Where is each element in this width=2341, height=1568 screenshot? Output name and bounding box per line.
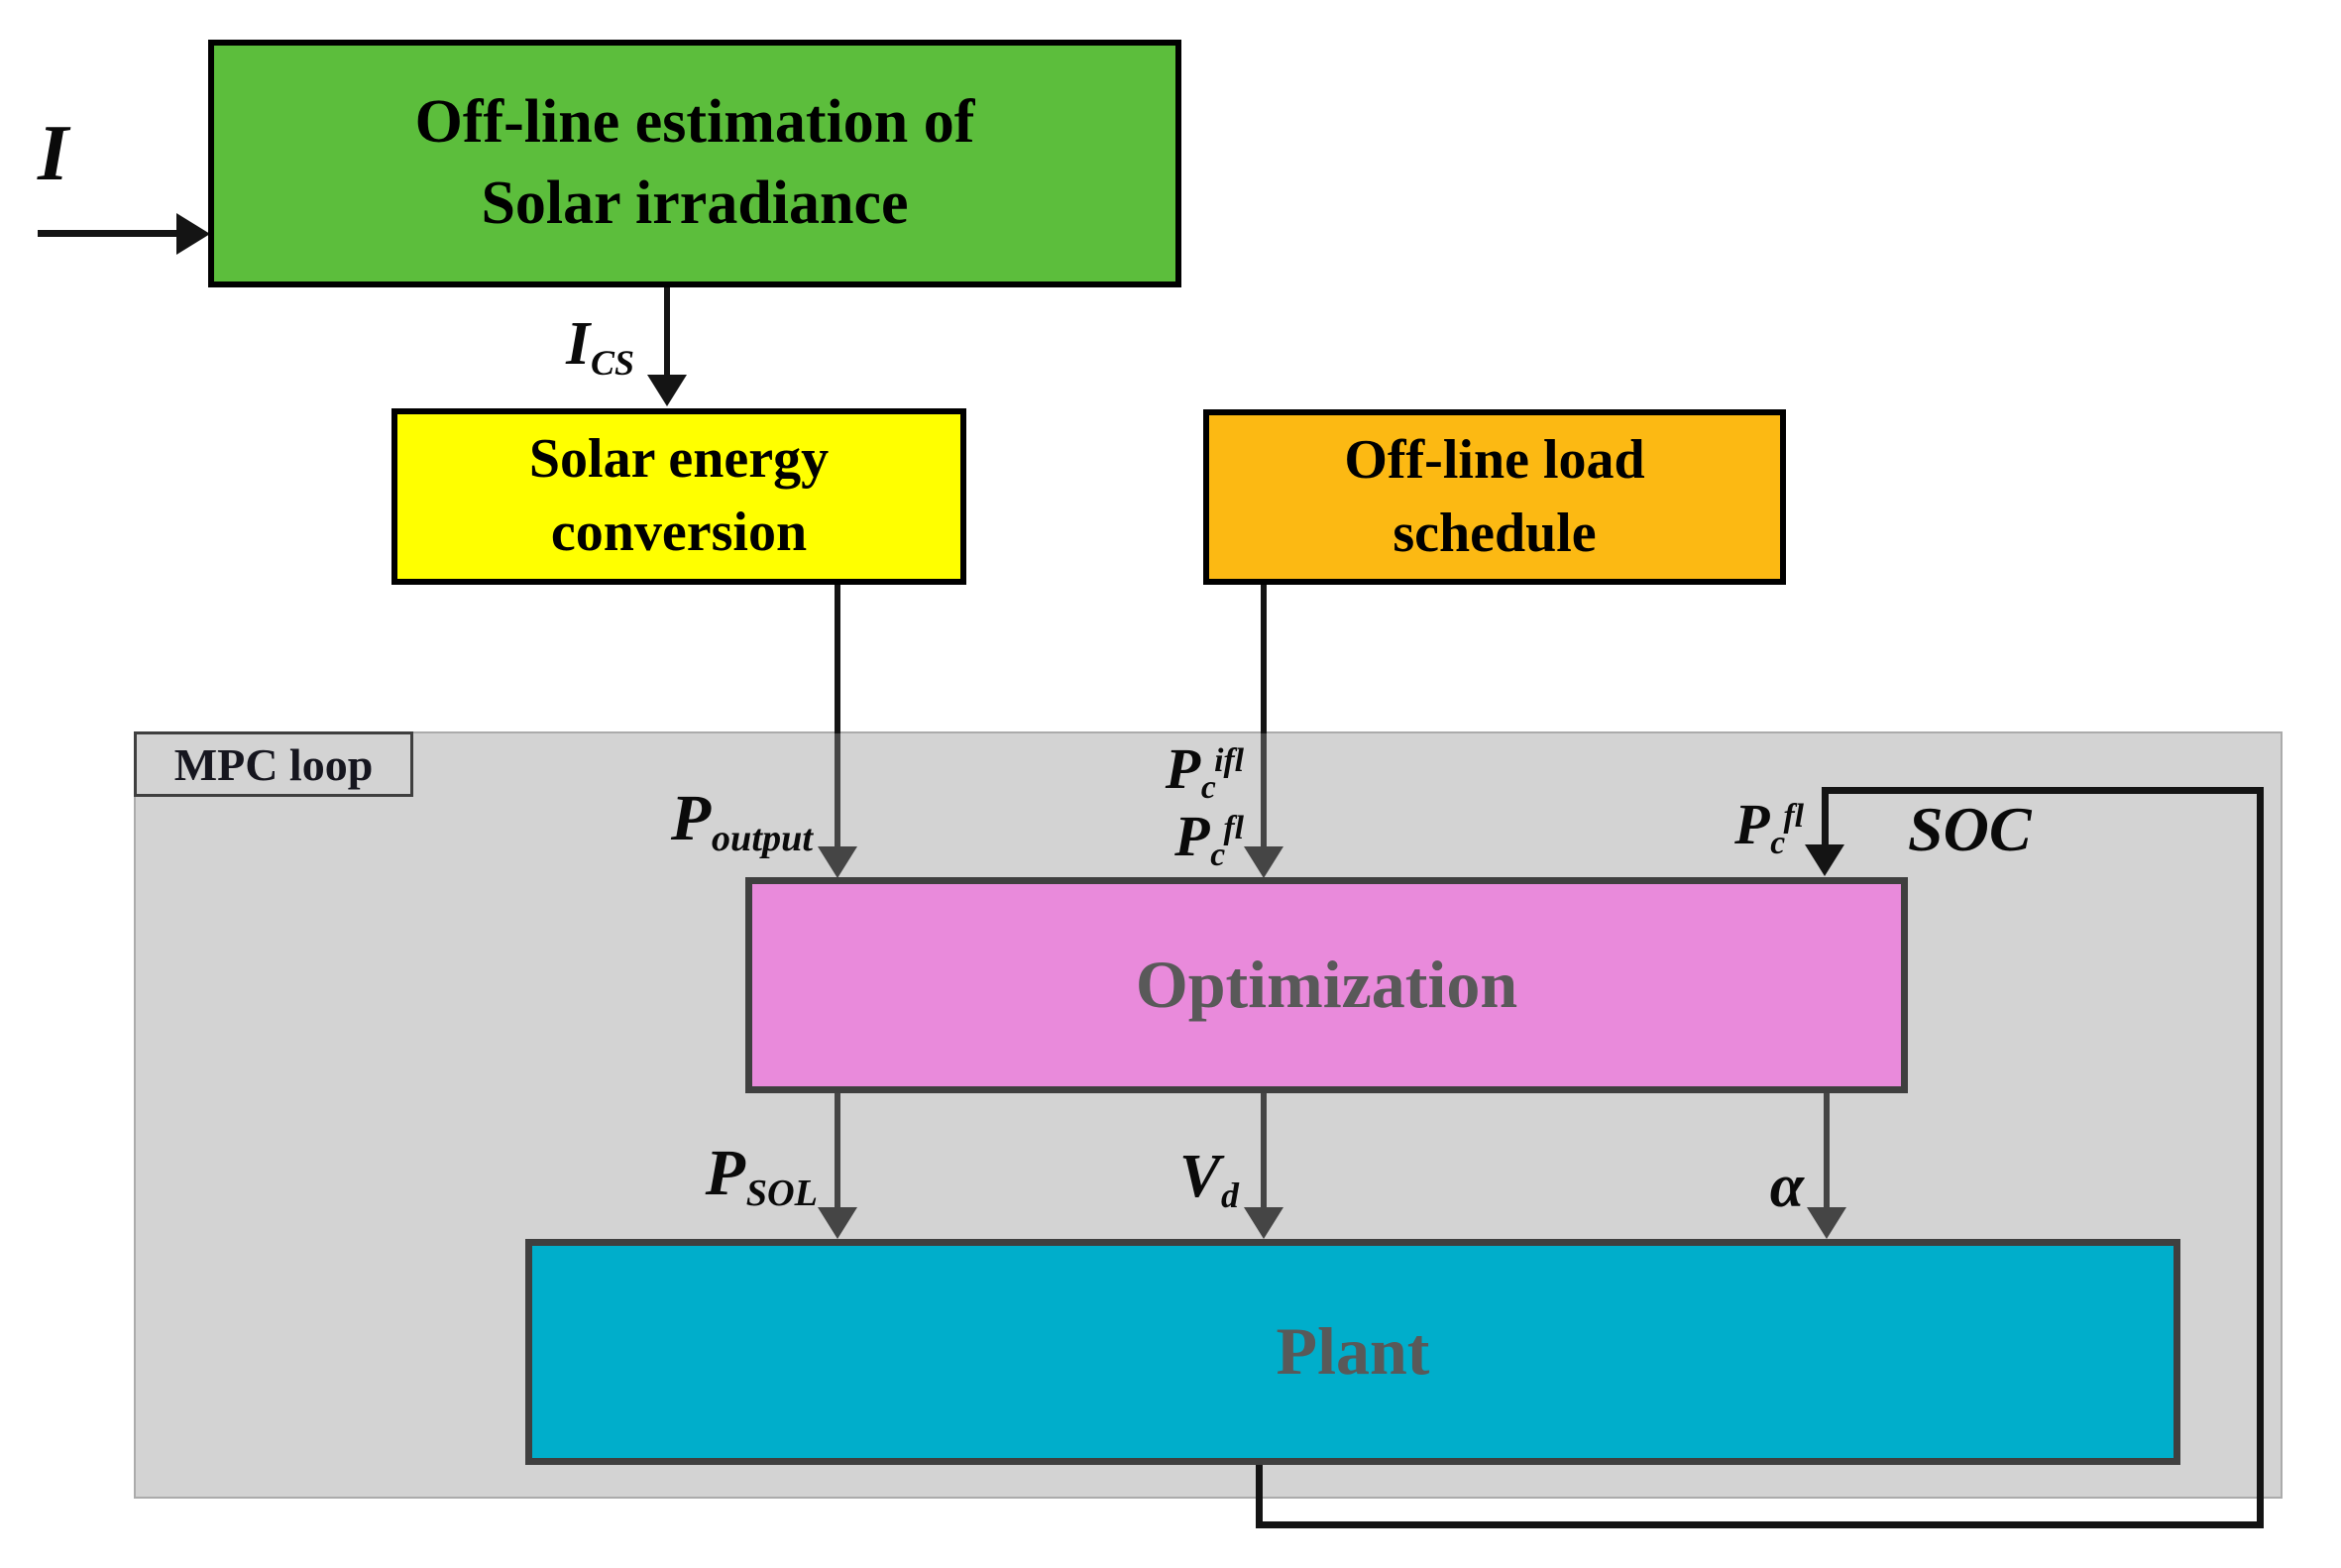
p-output-arrow-line-upper bbox=[835, 585, 840, 733]
ics-arrowhead-icon bbox=[647, 375, 687, 406]
signal-sub: output bbox=[711, 818, 813, 860]
signal-label-ics: ICS bbox=[496, 309, 634, 384]
pc-arrow-line-lower bbox=[1261, 733, 1267, 854]
signal-label-alpha: α bbox=[1721, 1152, 1804, 1222]
signal-label-pc-fl-left: Pcfl bbox=[1070, 803, 1244, 874]
block-optimization: Optimization bbox=[745, 877, 1908, 1093]
alpha-arrow-line bbox=[1824, 1093, 1830, 1214]
signal-sub: c bbox=[1210, 837, 1226, 874]
signal-label-pc-ifl: Pcifl bbox=[1070, 735, 1244, 807]
v-d-arrowhead-icon bbox=[1244, 1207, 1283, 1239]
signal-base: P bbox=[705, 1137, 745, 1209]
pc-arrow-line-upper bbox=[1261, 585, 1267, 733]
block-optimization-label: Optimization bbox=[1135, 947, 1518, 1023]
signal-sup: fl bbox=[1223, 810, 1244, 847]
block-load-schedule-line1: Off-line load bbox=[1344, 428, 1645, 491]
signal-sup: fl bbox=[1783, 798, 1804, 836]
signal-base: I bbox=[566, 310, 591, 378]
signal-label-i: I bbox=[38, 109, 68, 199]
mpc-loop-label: MPC loop bbox=[173, 738, 374, 790]
block-load-schedule-line2: schedule bbox=[1393, 502, 1597, 564]
ics-arrow-line bbox=[664, 287, 670, 379]
i-arrow-line bbox=[38, 230, 184, 237]
signal-sub: c bbox=[1200, 769, 1216, 807]
signal-base: P bbox=[1165, 736, 1201, 801]
signal-sub: SOL bbox=[745, 1173, 818, 1215]
block-plant-label: Plant bbox=[1276, 1313, 1430, 1390]
signal-base: I bbox=[38, 110, 69, 197]
block-plant: Plant bbox=[525, 1239, 2180, 1465]
signal-label-p-output: Poutput bbox=[535, 781, 813, 860]
signal-sub: d bbox=[1221, 1175, 1239, 1215]
signal-label-p-sol: PSOL bbox=[540, 1136, 818, 1215]
block-offline-load-schedule: Off-line load schedule bbox=[1203, 409, 1786, 585]
signal-base: P bbox=[1734, 792, 1770, 856]
p-sol-arrowhead-icon bbox=[818, 1207, 857, 1239]
signal-sub: CS bbox=[591, 342, 634, 383]
signal-sub: c bbox=[1770, 825, 1786, 862]
p-sol-arrow-line bbox=[835, 1093, 840, 1214]
signal-label-v-d: Vd bbox=[1118, 1142, 1239, 1216]
signal-base: SOC bbox=[1908, 794, 2032, 864]
signal-label-soc: SOC bbox=[1908, 793, 2032, 866]
signal-label-pc-fl-right: Pcfl bbox=[1630, 791, 1804, 862]
feedback-line-right bbox=[2257, 787, 2264, 1528]
feedback-line-bottom bbox=[1256, 1521, 2264, 1528]
p-output-arrowhead-icon bbox=[818, 846, 857, 878]
block-offline-estimation-line2: Solar irradiance bbox=[481, 169, 909, 237]
block-solar-conversion-line2: conversion bbox=[550, 502, 808, 563]
signal-base: α bbox=[1769, 1153, 1804, 1220]
block-offline-estimation-line1: Off-line estimation of bbox=[414, 88, 975, 157]
block-offline-estimation: Off-line estimation of Solar irradiance bbox=[208, 40, 1181, 287]
signal-base: P bbox=[1174, 804, 1210, 868]
signal-base: P bbox=[670, 782, 712, 854]
feedback-line-into-optimization bbox=[1822, 787, 1829, 850]
pc-arrowhead-icon bbox=[1244, 846, 1283, 878]
signal-base: V bbox=[1178, 1143, 1221, 1210]
signal-sup: ifl bbox=[1214, 742, 1244, 780]
feedback-line-plant-down bbox=[1256, 1465, 1263, 1528]
p-output-arrow-line-lower bbox=[835, 733, 840, 854]
feedback-line-top bbox=[1822, 787, 2264, 794]
block-solar-conversion-line1: Solar energy bbox=[528, 428, 830, 491]
feedback-arrowhead-icon bbox=[1805, 844, 1844, 876]
v-d-arrow-line bbox=[1261, 1093, 1267, 1214]
mpc-loop-label-box: MPC loop bbox=[134, 731, 413, 797]
alpha-arrowhead-icon bbox=[1807, 1207, 1846, 1239]
i-arrowhead-icon bbox=[176, 213, 210, 255]
block-solar-energy-conversion: Solar energy conversion bbox=[391, 408, 966, 585]
